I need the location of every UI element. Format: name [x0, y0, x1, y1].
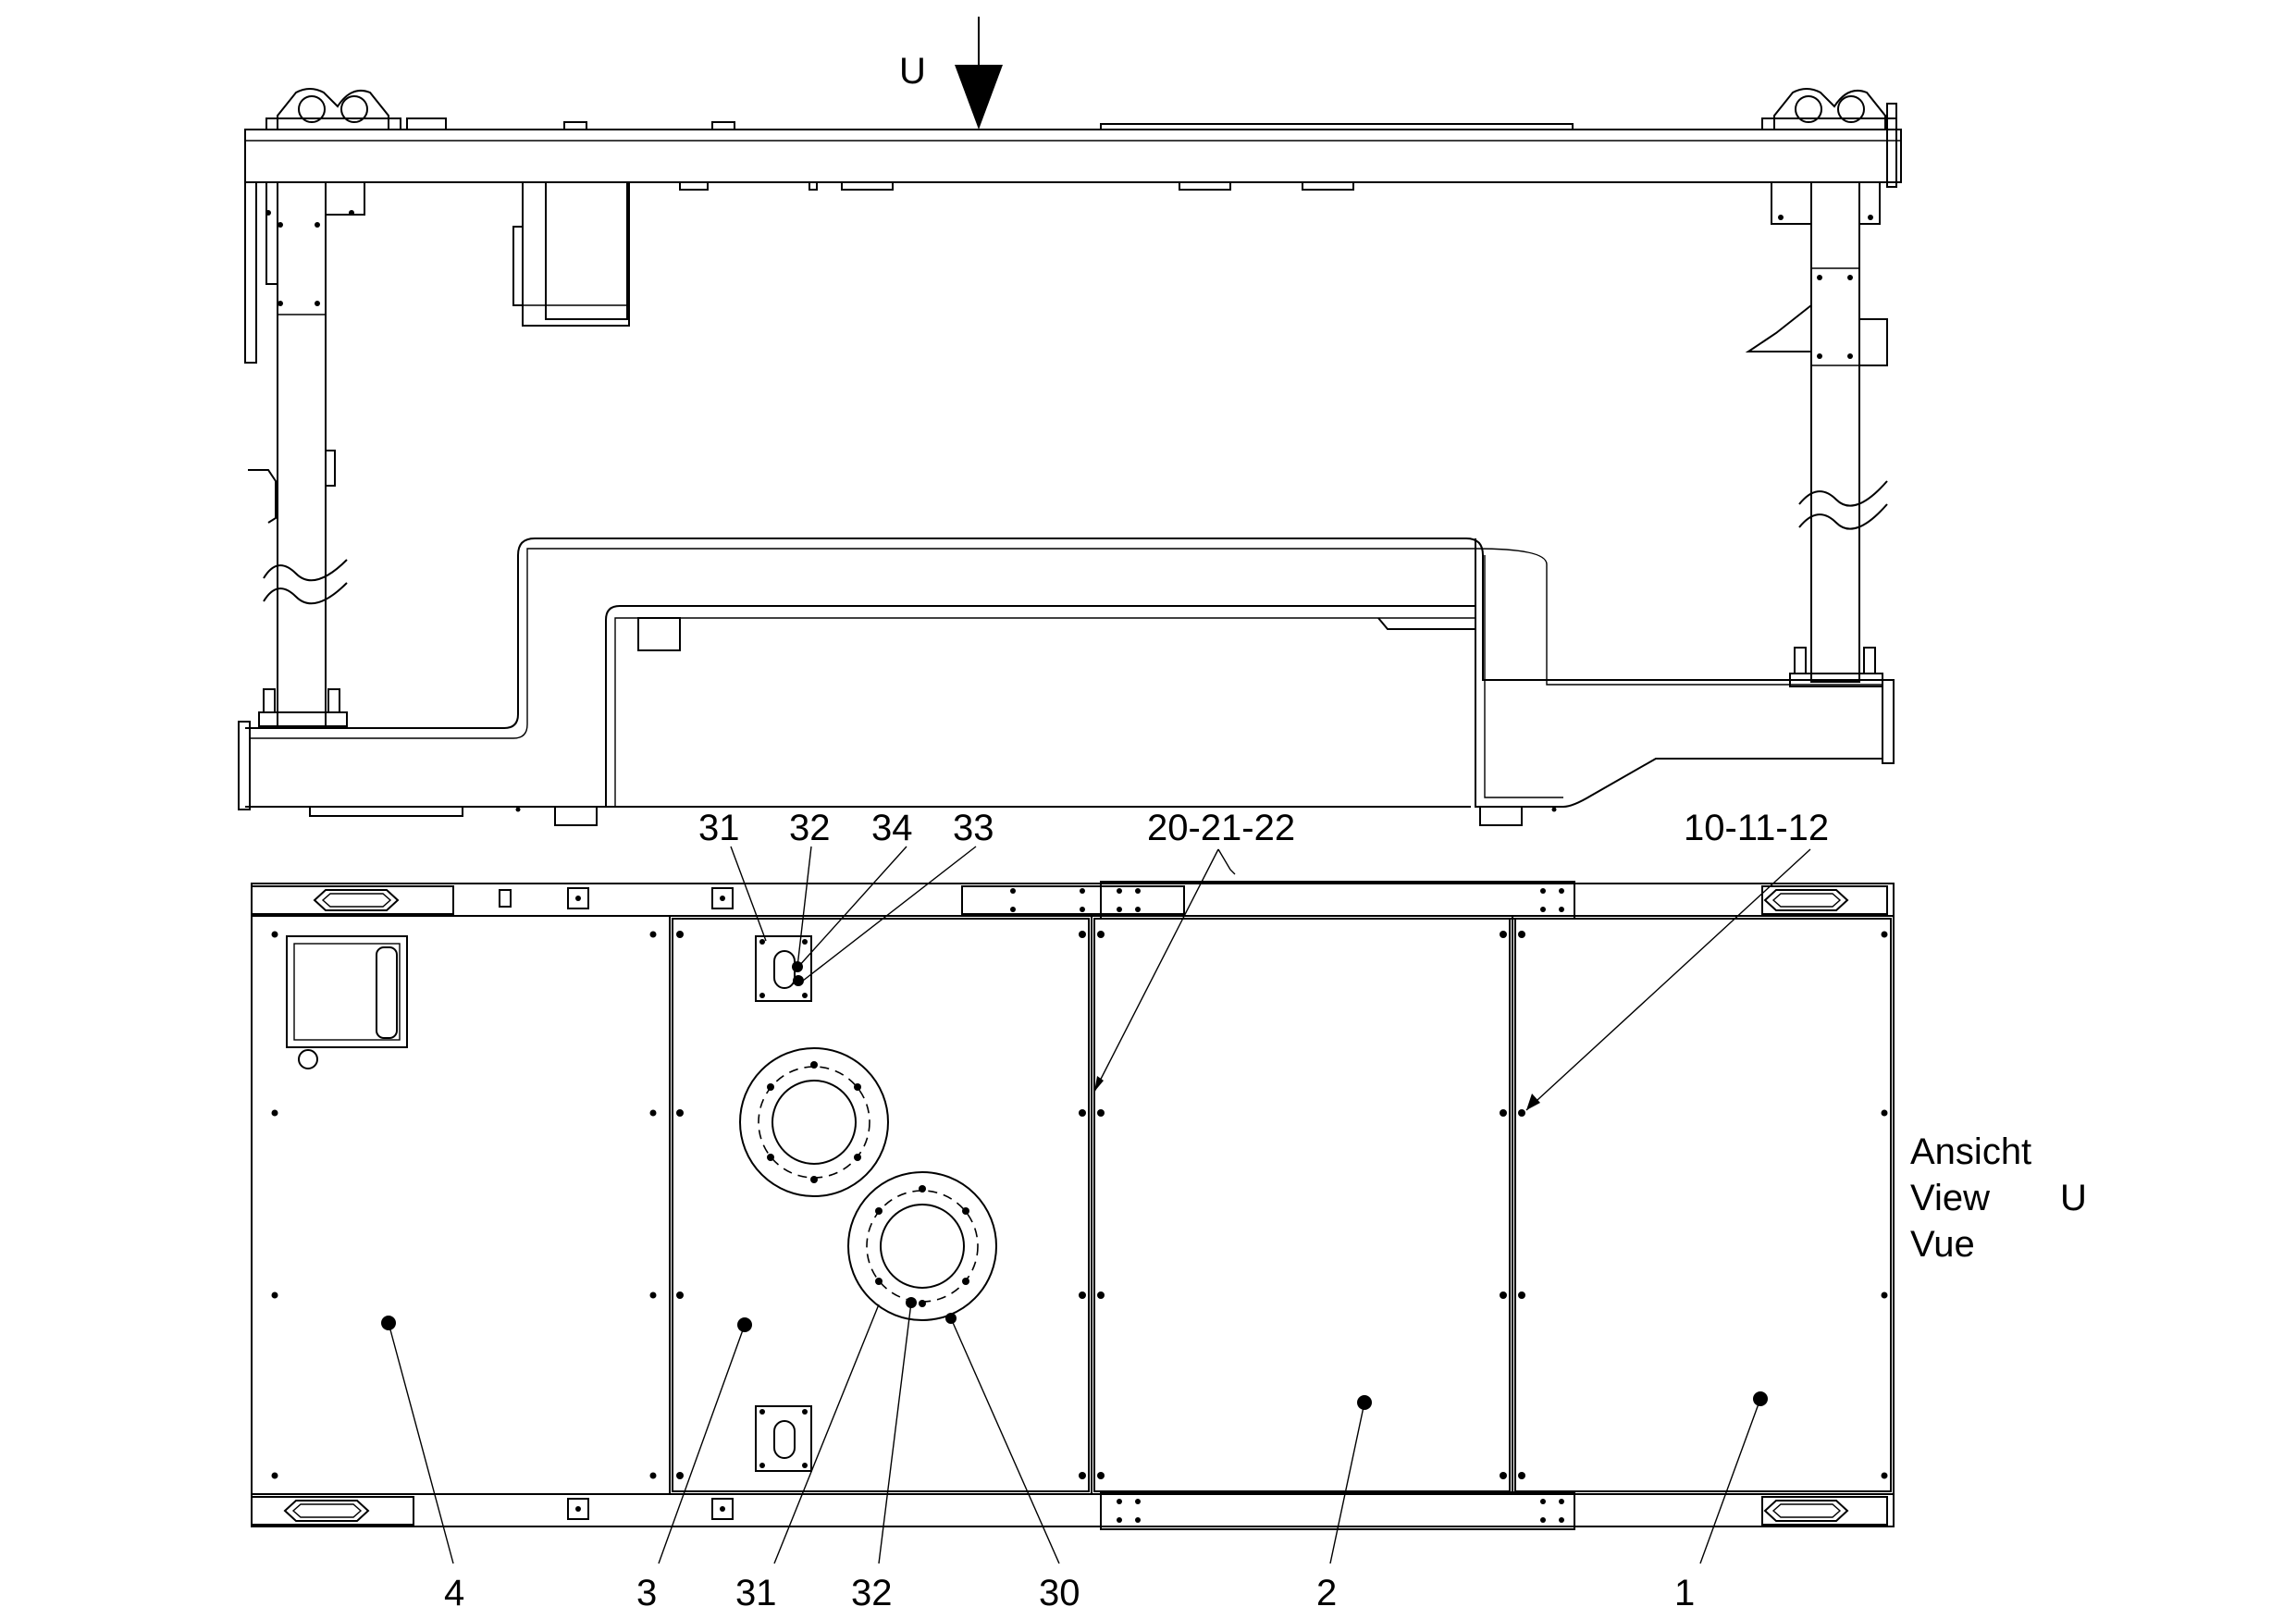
callout-31-top: 31	[698, 808, 740, 848]
panel-1	[1512, 915, 1895, 1495]
callout-31-bottom: 31	[735, 1573, 777, 1613]
view-label-letter: U	[2060, 1178, 2087, 1218]
panel-bolts	[271, 931, 1888, 1479]
plan-view: 31 32 34 33 20-21-22 10-11-12 4 3 31 32 …	[251, 808, 2087, 1613]
right-post	[1745, 181, 1888, 687]
panel-3	[669, 915, 1092, 1495]
view-arrow-letter: U	[899, 51, 926, 92]
side-elevation: U	[238, 17, 1902, 826]
callout-3: 3	[636, 1573, 657, 1613]
leader-lines	[388, 846, 1811, 1564]
lower-stepped-beam	[238, 538, 1895, 826]
callout-10-11-12: 10-11-12	[1684, 808, 1829, 848]
callout-2: 2	[1316, 1573, 1337, 1613]
view-arrow: U	[899, 17, 1003, 130]
callout-4: 4	[444, 1573, 464, 1613]
left-post	[244, 181, 365, 729]
lifting-lug-left	[265, 88, 401, 130]
panel-2	[1091, 915, 1513, 1495]
panel-4	[251, 915, 671, 1495]
splice-bolts	[1010, 888, 1564, 1523]
lifting-lug-right	[1761, 88, 1897, 188]
callout-20-21-22: 20-21-22	[1147, 808, 1295, 848]
callout-1: 1	[1674, 1573, 1695, 1613]
callout-30: 30	[1039, 1573, 1080, 1613]
view-label-line2: View	[1910, 1178, 1990, 1218]
callout-32-bottom: 32	[851, 1573, 893, 1613]
callout-34: 34	[871, 808, 913, 848]
view-label-line1: Ansicht	[1910, 1131, 2031, 1172]
hanging-box	[512, 181, 630, 327]
view-label-line3: Vue	[1910, 1224, 1975, 1265]
callout-33: 33	[953, 808, 994, 848]
callout-32-top: 32	[789, 808, 831, 848]
